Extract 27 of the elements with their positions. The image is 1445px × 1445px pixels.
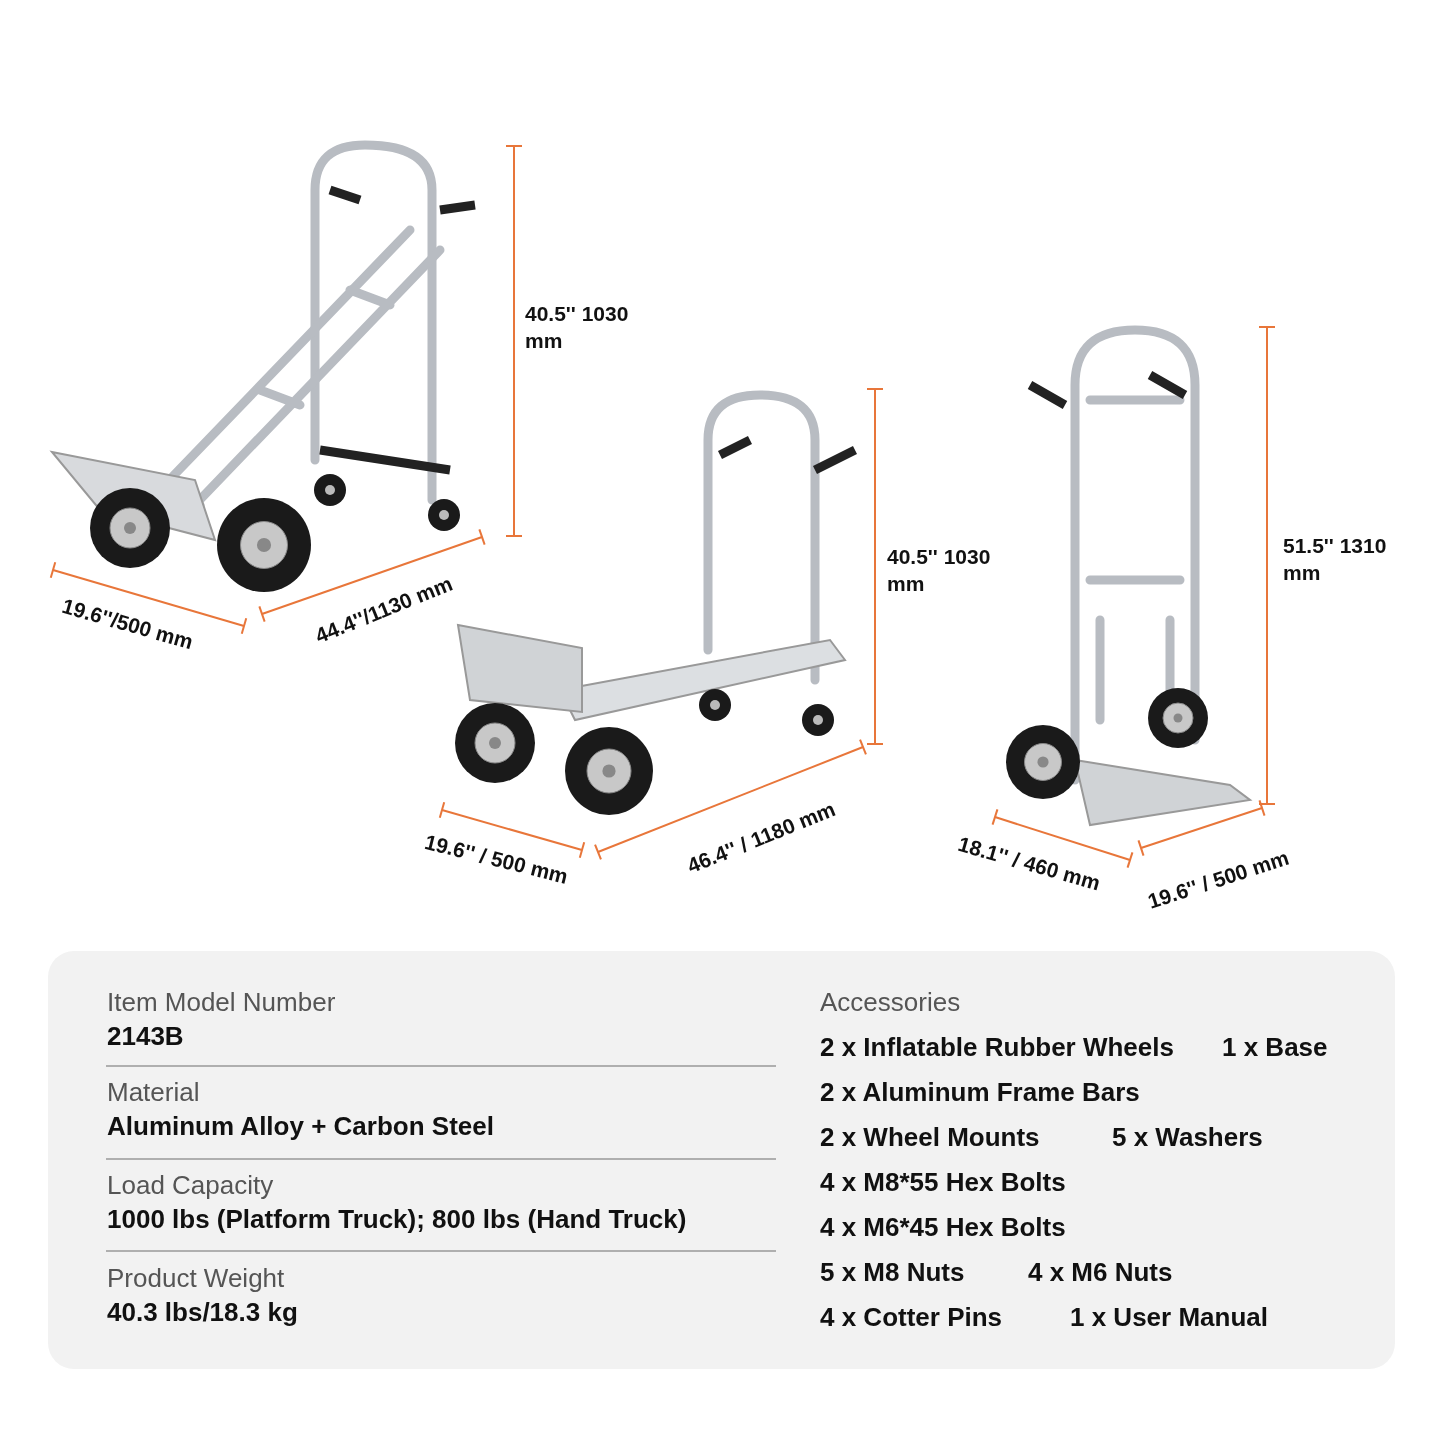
spec-value: 4 x Cotter Pins (820, 1302, 1003, 1333)
spec-value: Aluminum Alloy + Carbon Steel (107, 1111, 494, 1142)
dimension-label: 40.5'' 1030 mm (525, 301, 630, 354)
spec-value: 1 x User Manual (1070, 1302, 1268, 1333)
spec-heading: Product Weight (107, 1263, 285, 1294)
spec-value: 5 x M8 Nuts (820, 1257, 965, 1288)
spec-heading: Accessories (820, 987, 961, 1018)
spec-value: 1000 lbs (Platform Truck); 800 lbs (Hand Truck) (107, 1204, 687, 1235)
dimension-label: 19.6'' / 500 mm (1145, 845, 1292, 914)
spec-value: 1 x Base (1222, 1032, 1328, 1063)
spec-value: 2 x Aluminum Frame Bars (820, 1077, 1140, 1108)
spec-value: 2 x Inflatable Rubber Wheels (820, 1032, 1174, 1063)
spec-value: 2143B (107, 1021, 184, 1052)
dimension-label: 18.1'' / 460 mm (955, 832, 1103, 896)
spec-value: 4 x M6 Nuts (1028, 1257, 1173, 1288)
spec-value: 40.3 lbs/18.3 kg (107, 1297, 298, 1328)
spec-value: 2 x Wheel Mounts (820, 1122, 1040, 1153)
spec-heading: Item Model Number (107, 987, 336, 1018)
dimension-label: 19.6'' / 500 mm (422, 830, 571, 889)
spec-value: 5 x Washers (1112, 1122, 1263, 1153)
dimension-label: 46.4'' / 1180 mm (684, 797, 839, 879)
spec-heading: Load Capacity (107, 1170, 274, 1201)
spec-value: 4 x M8*55 Hex Bolts (820, 1167, 1066, 1198)
spec-heading: Material (107, 1077, 200, 1108)
dimension-label: 40.5'' 1030 mm (887, 544, 992, 597)
spec-value: 4 x M6*45 Hex Bolts (820, 1212, 1066, 1243)
dimension-label: 51.5'' 1310 mm (1283, 533, 1388, 586)
